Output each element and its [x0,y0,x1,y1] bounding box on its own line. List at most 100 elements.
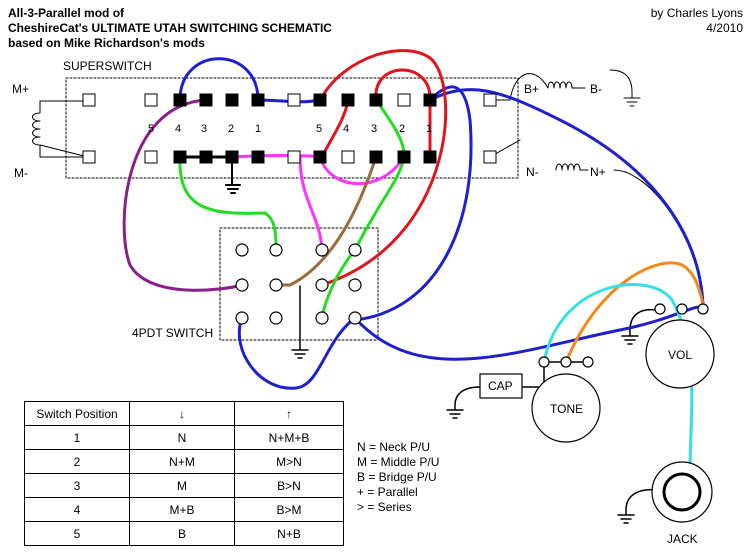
superswitch-terminals [82,93,497,164]
author-block: by Charles Lyons 4/2010 [651,6,743,36]
tone-pot [531,373,601,443]
table-cell: M>N [234,449,344,474]
pdt-lug-5 [235,278,249,292]
table-cell: 2 [24,449,130,474]
ground-jack [617,488,659,524]
pdt-lug-2 [269,243,283,257]
pdt-lug-4 [348,243,362,257]
cap-label: CAP [488,379,513,393]
terminal-m-minus [82,150,96,164]
wire-blue-vol [428,88,705,307]
vol-label: VOL [668,348,693,362]
vol-pot [645,319,715,389]
wire-orange [564,261,705,364]
table-cell: N+B [234,521,344,546]
title-line-2: CheshireCat's ULTIMATE UTAH SWITCHING SC… [8,21,332,35]
title-line-3: based on Mike Richardson's mods [8,36,205,50]
wire-magenta-right [298,155,406,252]
title-line-1: All-3-Parallel mod of [8,6,125,20]
pole-number: 1 [425,123,433,135]
table-cell: 4 [24,497,130,522]
ground-vol [621,308,657,345]
table-row: 5 B N+B [24,521,344,546]
table-cell: M+B [129,497,235,522]
m-plus-label: M+ [12,82,30,96]
table-header: ↓ [129,401,235,426]
tone-label: TONE [550,402,584,416]
wire-purple [122,98,244,292]
lug-bot-2 [173,150,187,164]
table-cell: B>M [234,497,344,522]
wire-green-right [320,98,406,320]
jack-inner [662,472,702,512]
wire-green-left [178,155,278,252]
lug-top-6 [287,93,301,107]
pole-number: 3 [200,123,208,135]
legend-item: N = Neck P/U [357,440,431,454]
table-cell: N [129,425,235,450]
lug-top-10 [397,93,411,107]
ground-superswitch [225,156,241,194]
terminal-m-plus [82,93,96,107]
table-header: Switch Position [24,401,130,426]
lug-top-7 [313,93,327,107]
vol-lug-1 [654,303,666,315]
table-row: 1 N N+M+B [24,425,344,450]
legend-item: B = Bridge P/U [357,470,437,484]
lug-bot-10 [397,150,411,164]
ground-cap [446,386,481,419]
ground-bridge [623,91,641,107]
legend: N = Neck P/U M = Middle P/U B = Bridge P… [357,440,439,515]
author-date: 4/2010 [706,21,743,35]
middle-pickup-coil [32,100,89,158]
pdt-lug-10 [269,311,283,325]
wire-blue-bottom [237,305,705,390]
vol-lug-2 [676,303,688,315]
lug-bot-6 [287,150,301,164]
table-cell: B [129,521,235,546]
terminal-n-minus [483,150,497,164]
pole-number: 4 [174,123,182,135]
wire-cyan [542,283,694,472]
lug-bot-11 [423,150,437,164]
lug-bot-4 [225,150,239,164]
lug-top-1 [144,93,158,107]
table-cell: B>N [234,473,344,498]
lug-top-11 [423,93,437,107]
table-header-row: Switch Position ↓ ↑ [24,401,344,426]
pdt-lug-8 [348,278,362,292]
tone-lug-1 [538,356,550,368]
pdt-lug-9 [235,311,249,325]
lug-top-9 [369,93,383,107]
wire-blue-right [353,85,473,322]
table-header: ↑ [234,401,344,426]
diagram-title: All-3-Parallel mod of CheshireCat's ULTI… [8,6,332,51]
pole-number: 5 [147,123,155,135]
lug-top-2 [173,93,187,107]
author-name: by Charles Lyons [650,6,743,20]
lug-bot-5 [251,150,265,164]
table-cell: 5 [24,521,130,546]
pole-number: 4 [342,123,350,135]
fourpdt-lugs [235,243,362,325]
legend-item: + = Parallel [357,485,418,499]
pole-number: 2 [398,123,406,135]
vol-lug-3 [697,303,709,315]
fourpdt-outline [219,227,379,341]
table-row: 2 N+M M>N [24,449,344,474]
lug-bot-7 [313,150,327,164]
legend-item: > = Series [357,500,412,514]
neck-pickup-coil [489,139,704,306]
wire-brown [274,155,378,287]
jack-label: JACK [667,532,698,546]
pdt-lug-6 [269,278,283,292]
pdt-lug-12 [348,311,362,325]
n-plus-label: N+ [590,165,606,179]
terminal-b-plus [483,93,497,107]
pdt-lug-11 [315,311,329,325]
table-row: 4 M+B B>M [24,497,344,522]
pole-number: 5 [315,123,323,135]
table-cell: N+M+B [234,425,344,450]
cap-box [479,373,523,399]
